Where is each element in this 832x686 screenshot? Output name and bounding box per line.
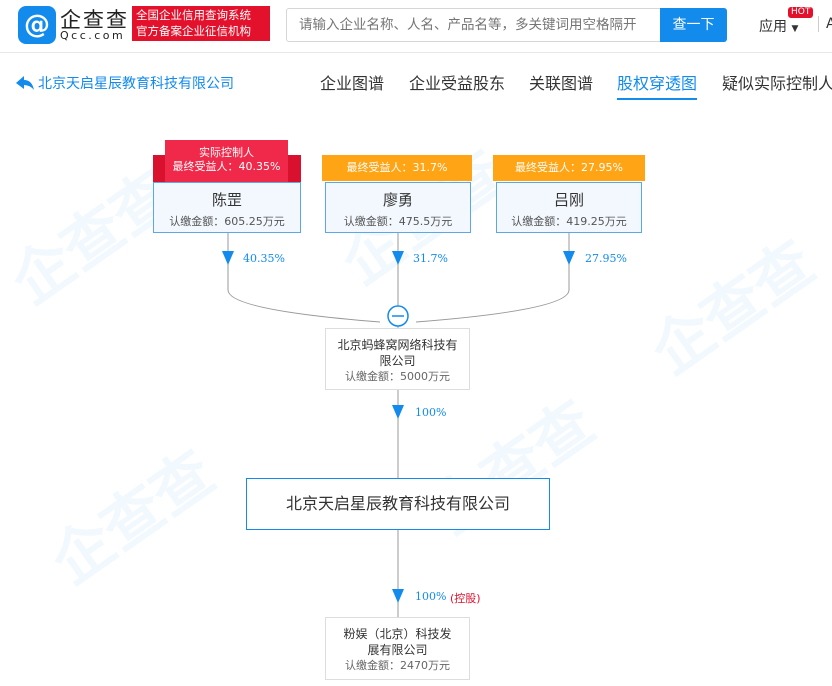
edge-line [415,233,570,323]
back-company-name: 北京天启星辰教育科技有限公司 [38,76,234,92]
parent-company-node[interactable]: 北京蚂蜂窝网络科技有限公司 认缴金额：5000万元 [325,328,470,390]
beneficiary-badge: 最终受益人：27.95% [493,155,645,181]
hot-badge: HOT [788,7,814,18]
shareholder-node[interactable]: 陈罡 认缴金额：605.25万元 [153,182,301,233]
more-menu[interactable]: A [826,16,832,32]
shareholder-amount: 认缴金额：605.25万元 [169,215,285,228]
badge-title: 实际控制人 [199,146,254,159]
apps-label: 应用 [759,19,787,35]
search-input[interactable] [286,8,662,42]
arrow-down-icon [563,251,575,265]
arrow-down-icon [392,589,404,603]
slogan-line-2: 官方备案企业征信机构 [136,24,251,38]
badge-percent: 最终受益人：40.35% [172,160,281,173]
shareholder-node[interactable]: 吕刚 认缴金额：419.25万元 [496,182,642,233]
slogan-banner: 全国企业信用查询系统 官方备案企业征信机构 [132,6,270,41]
shareholder-name: 陈罡 [211,191,242,209]
qcc-logo-icon[interactable]: @ [18,6,56,44]
shareholder-amount: 认缴金额：475.5万元 [343,215,453,228]
logo-subtext: Qcc.com [60,29,126,42]
share-percent: 100% [415,406,447,419]
top-header: @ 企查查 Qcc.com 全国企业信用查询系统 官方备案企业征信机构 查一下 … [0,0,832,53]
shareholder-name: 廖勇 [382,191,413,209]
ribbon-tail [288,155,301,182]
shareholder-amount: 认缴金额：419.25万元 [511,215,627,228]
share-percent: 31.7% [413,252,448,265]
tab-enterprise-graph[interactable]: 企业图谱 [320,74,385,93]
shareholder-node[interactable]: 廖勇 认缴金额：475.5万元 [325,182,471,233]
search-button[interactable]: 查一下 [660,8,727,42]
tab-equity-penetration[interactable]: 股权穿透图 [617,70,698,100]
tab-beneficial-shareholders[interactable]: 企业受益股东 [409,74,506,93]
tab-actual-controller[interactable]: 疑似实际控制人 [722,74,832,93]
company-amount: 认缴金额：2470万元 [345,659,450,672]
share-percent: 100% [415,590,447,603]
back-link[interactable]: 北京天启星辰教育科技有限公司 [16,73,234,93]
back-arrow-icon [16,76,34,90]
controlling-tag: (控股) [450,592,481,605]
subsidiary-node[interactable]: 粉娱（北京）科技发展有限公司 认缴金额：2470万元 [325,617,470,680]
collapse-minus-icon[interactable] [387,305,409,327]
company-name: 北京蚂蜂窝网络科技有限公司 [337,338,458,368]
beneficiary-badge: 最终受益人：31.7% [322,155,472,181]
logo-text[interactable]: 企查查 [60,8,129,32]
share-percent: 27.95% [585,252,627,265]
caret-down-icon: ▼ [791,24,799,34]
tab-related-graph[interactable]: 关联图谱 [529,74,594,93]
arrow-down-icon [392,251,404,265]
arrow-down-icon [392,405,404,419]
apps-menu[interactable]: 应用 ▼ [759,16,798,36]
center-company-node[interactable]: 北京天启星辰教育科技有限公司 [246,478,550,530]
slogan-line-1: 全国企业信用查询系统 [136,8,251,22]
divider [818,16,819,32]
controller-badge: 实际控制人 最终受益人：40.35% [165,140,288,182]
edge-line [227,233,381,323]
company-name: 粉娱（北京）科技发展有限公司 [343,627,452,657]
company-amount: 认缴金额：5000万元 [345,370,450,383]
share-percent: 40.35% [243,252,285,265]
shareholder-name: 吕刚 [553,191,584,209]
arrow-down-icon [222,251,234,265]
ribbon-tail [153,155,165,182]
